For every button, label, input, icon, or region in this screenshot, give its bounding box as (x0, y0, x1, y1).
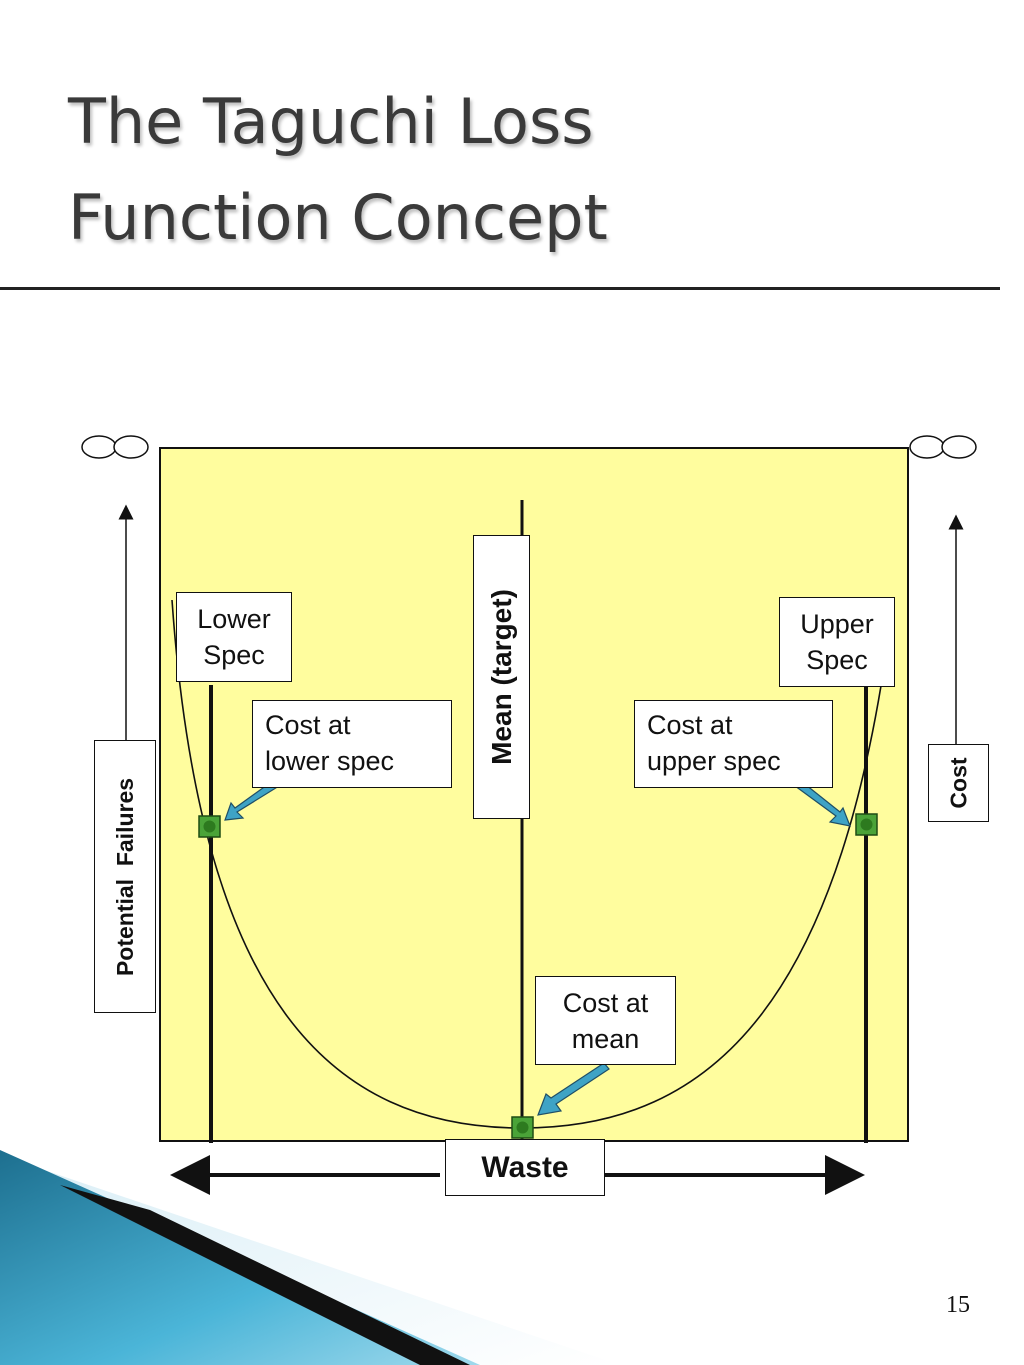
cost-lower-line1: Cost at (265, 710, 351, 740)
cost-upper-line2: upper spec (647, 746, 781, 776)
waste-label: Waste (481, 1151, 569, 1184)
cost-upper-line1: Cost at (647, 710, 733, 740)
cost-mean-line1: Cost at (562, 988, 649, 1018)
callout-arrow-upper (790, 776, 851, 827)
waste-box: Waste (445, 1139, 605, 1196)
plot-area (159, 447, 909, 1142)
marker-lower-spec (198, 815, 221, 838)
potential-failures-box: Potential Failures (94, 740, 156, 1013)
cost-lower-line2: lower spec (265, 746, 395, 776)
lower-spec-line2: Spec (203, 640, 265, 670)
marker-mean (511, 1116, 534, 1139)
lower-spec-line1: Lower (197, 604, 271, 634)
callout-arrow-lower (224, 779, 280, 821)
cost-mean-box: Cost at mean (535, 976, 676, 1065)
cost-axis-label: Cost (945, 757, 972, 809)
ribbon-dark (60, 1185, 470, 1365)
upper-spec-line1: Upper (800, 609, 874, 639)
infinity-icon-left (81, 435, 149, 459)
mean-target-label: Mean (target) (485, 589, 517, 765)
title-line-1: The Taguchi Loss (68, 85, 594, 158)
cost-upper-spec-box: Cost at upper spec (634, 700, 833, 788)
slide-title: The Taguchi Loss Function Concept (68, 74, 968, 266)
infinity-icon-right (909, 435, 977, 459)
cost-axis-box: Cost (928, 744, 989, 822)
upper-spec-box: Upper Spec (779, 597, 895, 687)
upper-spec-line2: Spec (806, 645, 868, 675)
title-divider (0, 287, 1000, 290)
mean-target-box: Mean (target) (473, 535, 530, 819)
callout-arrow-mean (537, 1062, 610, 1116)
title-line-2: Function Concept (68, 181, 608, 254)
lower-spec-box: Lower Spec (176, 592, 292, 682)
cost-mean-line2: mean (571, 1024, 640, 1054)
marker-upper-spec (855, 813, 878, 836)
potential-failures-label: Potential Failures (112, 777, 139, 976)
page-number: 15 (946, 1292, 970, 1318)
cost-lower-spec-box: Cost at lower spec (252, 700, 452, 788)
